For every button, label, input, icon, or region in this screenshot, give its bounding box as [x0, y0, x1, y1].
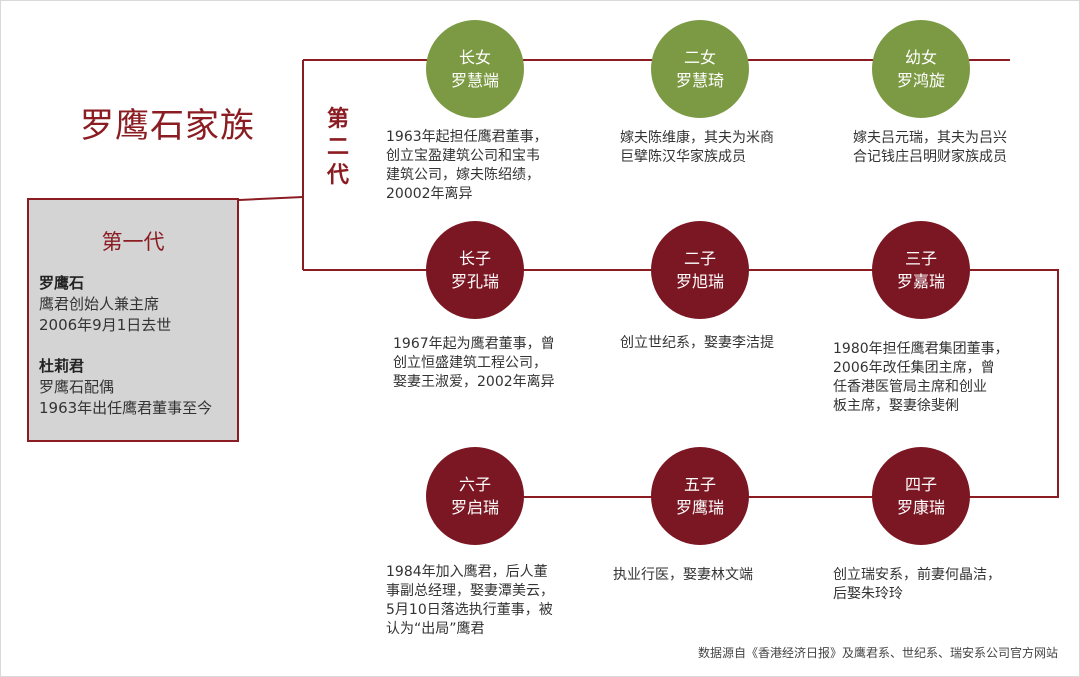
- founder-role: 鹰君创始人兼主席: [39, 295, 160, 313]
- spouse-name: 杜莉君: [39, 357, 85, 375]
- node-name: 罗旭瑞: [675, 272, 724, 291]
- desc-line: 2006年改任集团主席，曾: [833, 360, 995, 376]
- node-rank: 三子: [904, 249, 937, 268]
- node-fourth-son: 四子 罗康瑞: [872, 447, 970, 545]
- desc-eldest-son: 1967年起为鹰君董事，曾 创立恒盛建筑工程公司， 娶妻王淑爱，2002年离异: [393, 335, 555, 392]
- node-name: 罗鹰瑞: [675, 498, 724, 517]
- desc-line: 任香港医管局主席和创业: [833, 379, 987, 395]
- desc-line: 创立恒盛建筑工程公司，: [393, 355, 547, 371]
- desc-line: 娶妻王淑爱，2002年离异: [393, 374, 555, 390]
- node-name: 罗嘉瑞: [896, 272, 945, 291]
- node-rank: 二女: [683, 48, 716, 67]
- desc-line: 1984年加入鹰君，后人董: [386, 564, 548, 580]
- node-third-son: 三子 罗嘉瑞: [872, 221, 970, 319]
- founder-death: 2006年9月1日去世: [39, 316, 172, 334]
- node-name: 罗慧琦: [675, 71, 724, 90]
- desc-line: 创立宝盈建筑公司和宝韦: [386, 148, 540, 164]
- node-name: 罗孔瑞: [450, 272, 499, 291]
- page-title: 罗鹰石家族: [80, 106, 255, 146]
- desc-sixth-son: 1984年加入鹰君，后人董 事副总经理，娶妻潭美云， 5月10日落选执行董事，被…: [386, 563, 554, 639]
- node-second-son: 二子 罗旭瑞: [651, 221, 749, 319]
- desc-line: 创立世纪系，娶妻李洁提: [620, 335, 774, 351]
- founder-name: 罗鹰石: [39, 274, 85, 292]
- node-rank: 长女: [458, 48, 491, 67]
- spouse-tenure: 1963年出任鹰君董事至今: [39, 399, 213, 417]
- desc-line: 1980年担任鹰君集团董事，: [833, 341, 1009, 357]
- node-youngest-daughter: 幼女 罗鸿旋: [872, 20, 970, 118]
- desc-line: 合记钱庄吕明财家族成员: [853, 149, 1007, 165]
- node-name: 罗慧端: [450, 71, 499, 90]
- node-fifth-son: 五子 罗鹰瑞: [651, 447, 749, 545]
- desc-third-son: 1980年担任鹰君集团董事， 2006年改任集团主席，曾 任香港医管局主席和创业…: [833, 340, 1009, 416]
- desc-line: 1963年起担任鹰君董事，: [386, 129, 548, 145]
- founder: 罗鹰石 鹰君创始人兼主席 2006年9月1日去世: [39, 273, 239, 336]
- node-rank: 长子: [458, 249, 491, 268]
- desc-line: 认为“出局”鹰君: [386, 621, 485, 637]
- spouse: 杜莉君 罗鹰石配偶 1963年出任鹰君董事至今: [39, 356, 239, 419]
- desc-fourth-son: 创立瑞安系，前妻何晶洁， 后娶朱玲玲: [833, 566, 1001, 604]
- desc-eldest-daughter: 1963年起担任鹰君董事， 创立宝盈建筑公司和宝韦 建筑公司，嫁夫陈绍绩， 20…: [386, 128, 548, 204]
- node-name: 罗鸿旋: [896, 71, 945, 90]
- generation-2-label: 第二代: [326, 107, 349, 188]
- node-rank: 幼女: [904, 48, 937, 67]
- node-name: 罗康瑞: [896, 498, 945, 517]
- desc-youngest-daughter: 嫁夫吕元瑞，其夫为吕兴 合记钱庄吕明财家族成员: [853, 129, 1007, 167]
- gen1-connector: [238, 196, 304, 201]
- generation-1-box: 第一代 罗鹰石 鹰君创始人兼主席 2006年9月1日去世 杜莉君 罗鹰石配偶 1…: [27, 198, 239, 442]
- generation-1-label: 第一代: [101, 230, 165, 254]
- desc-line: 板主席，娶妻徐斐俐: [833, 398, 959, 414]
- desc-line: 巨擘陈汉华家族成员: [620, 149, 746, 165]
- desc-line: 执业行医，娶妻林文端: [613, 567, 753, 583]
- node-rank: 六子: [458, 475, 491, 494]
- node-rank: 五子: [683, 475, 716, 494]
- desc-line: 创立瑞安系，前妻何晶洁，: [833, 567, 1001, 583]
- node-rank: 二子: [683, 249, 716, 268]
- desc-fifth-son: 执业行医，娶妻林文端: [613, 566, 753, 585]
- node-sixth-son: 六子 罗启瑞: [426, 447, 524, 545]
- node-second-daughter: 二女 罗慧琦: [651, 20, 749, 118]
- desc-line: 20002年离异: [386, 186, 473, 202]
- desc-line: 嫁夫陈维康，其夫为米商: [620, 130, 774, 146]
- source-note: 数据源自《香港经济日报》及鹰君系、世纪系、瑞安系公司官方网站: [697, 646, 1058, 660]
- node-rank: 四子: [904, 475, 937, 494]
- desc-line: 建筑公司，嫁夫陈绍绩，: [386, 167, 540, 183]
- node-name: 罗启瑞: [450, 498, 499, 517]
- node-eldest-daughter: 长女 罗慧端: [426, 20, 524, 118]
- desc-line: 嫁夫吕元瑞，其夫为吕兴: [853, 130, 1007, 146]
- spouse-role: 罗鹰石配偶: [39, 378, 115, 396]
- desc-line: 5月10日落选执行董事，被: [386, 602, 553, 618]
- desc-line: 事副总经理，娶妻潭美云，: [386, 583, 554, 599]
- desc-line: 后娶朱玲玲: [833, 586, 903, 602]
- node-eldest-son: 长子 罗孔瑞: [426, 221, 524, 319]
- desc-second-daughter: 嫁夫陈维康，其夫为米商 巨擘陈汉华家族成员: [620, 129, 774, 167]
- desc-second-son: 创立世纪系，娶妻李洁提: [620, 334, 774, 353]
- desc-line: 1967年起为鹰君董事，曾: [393, 336, 555, 352]
